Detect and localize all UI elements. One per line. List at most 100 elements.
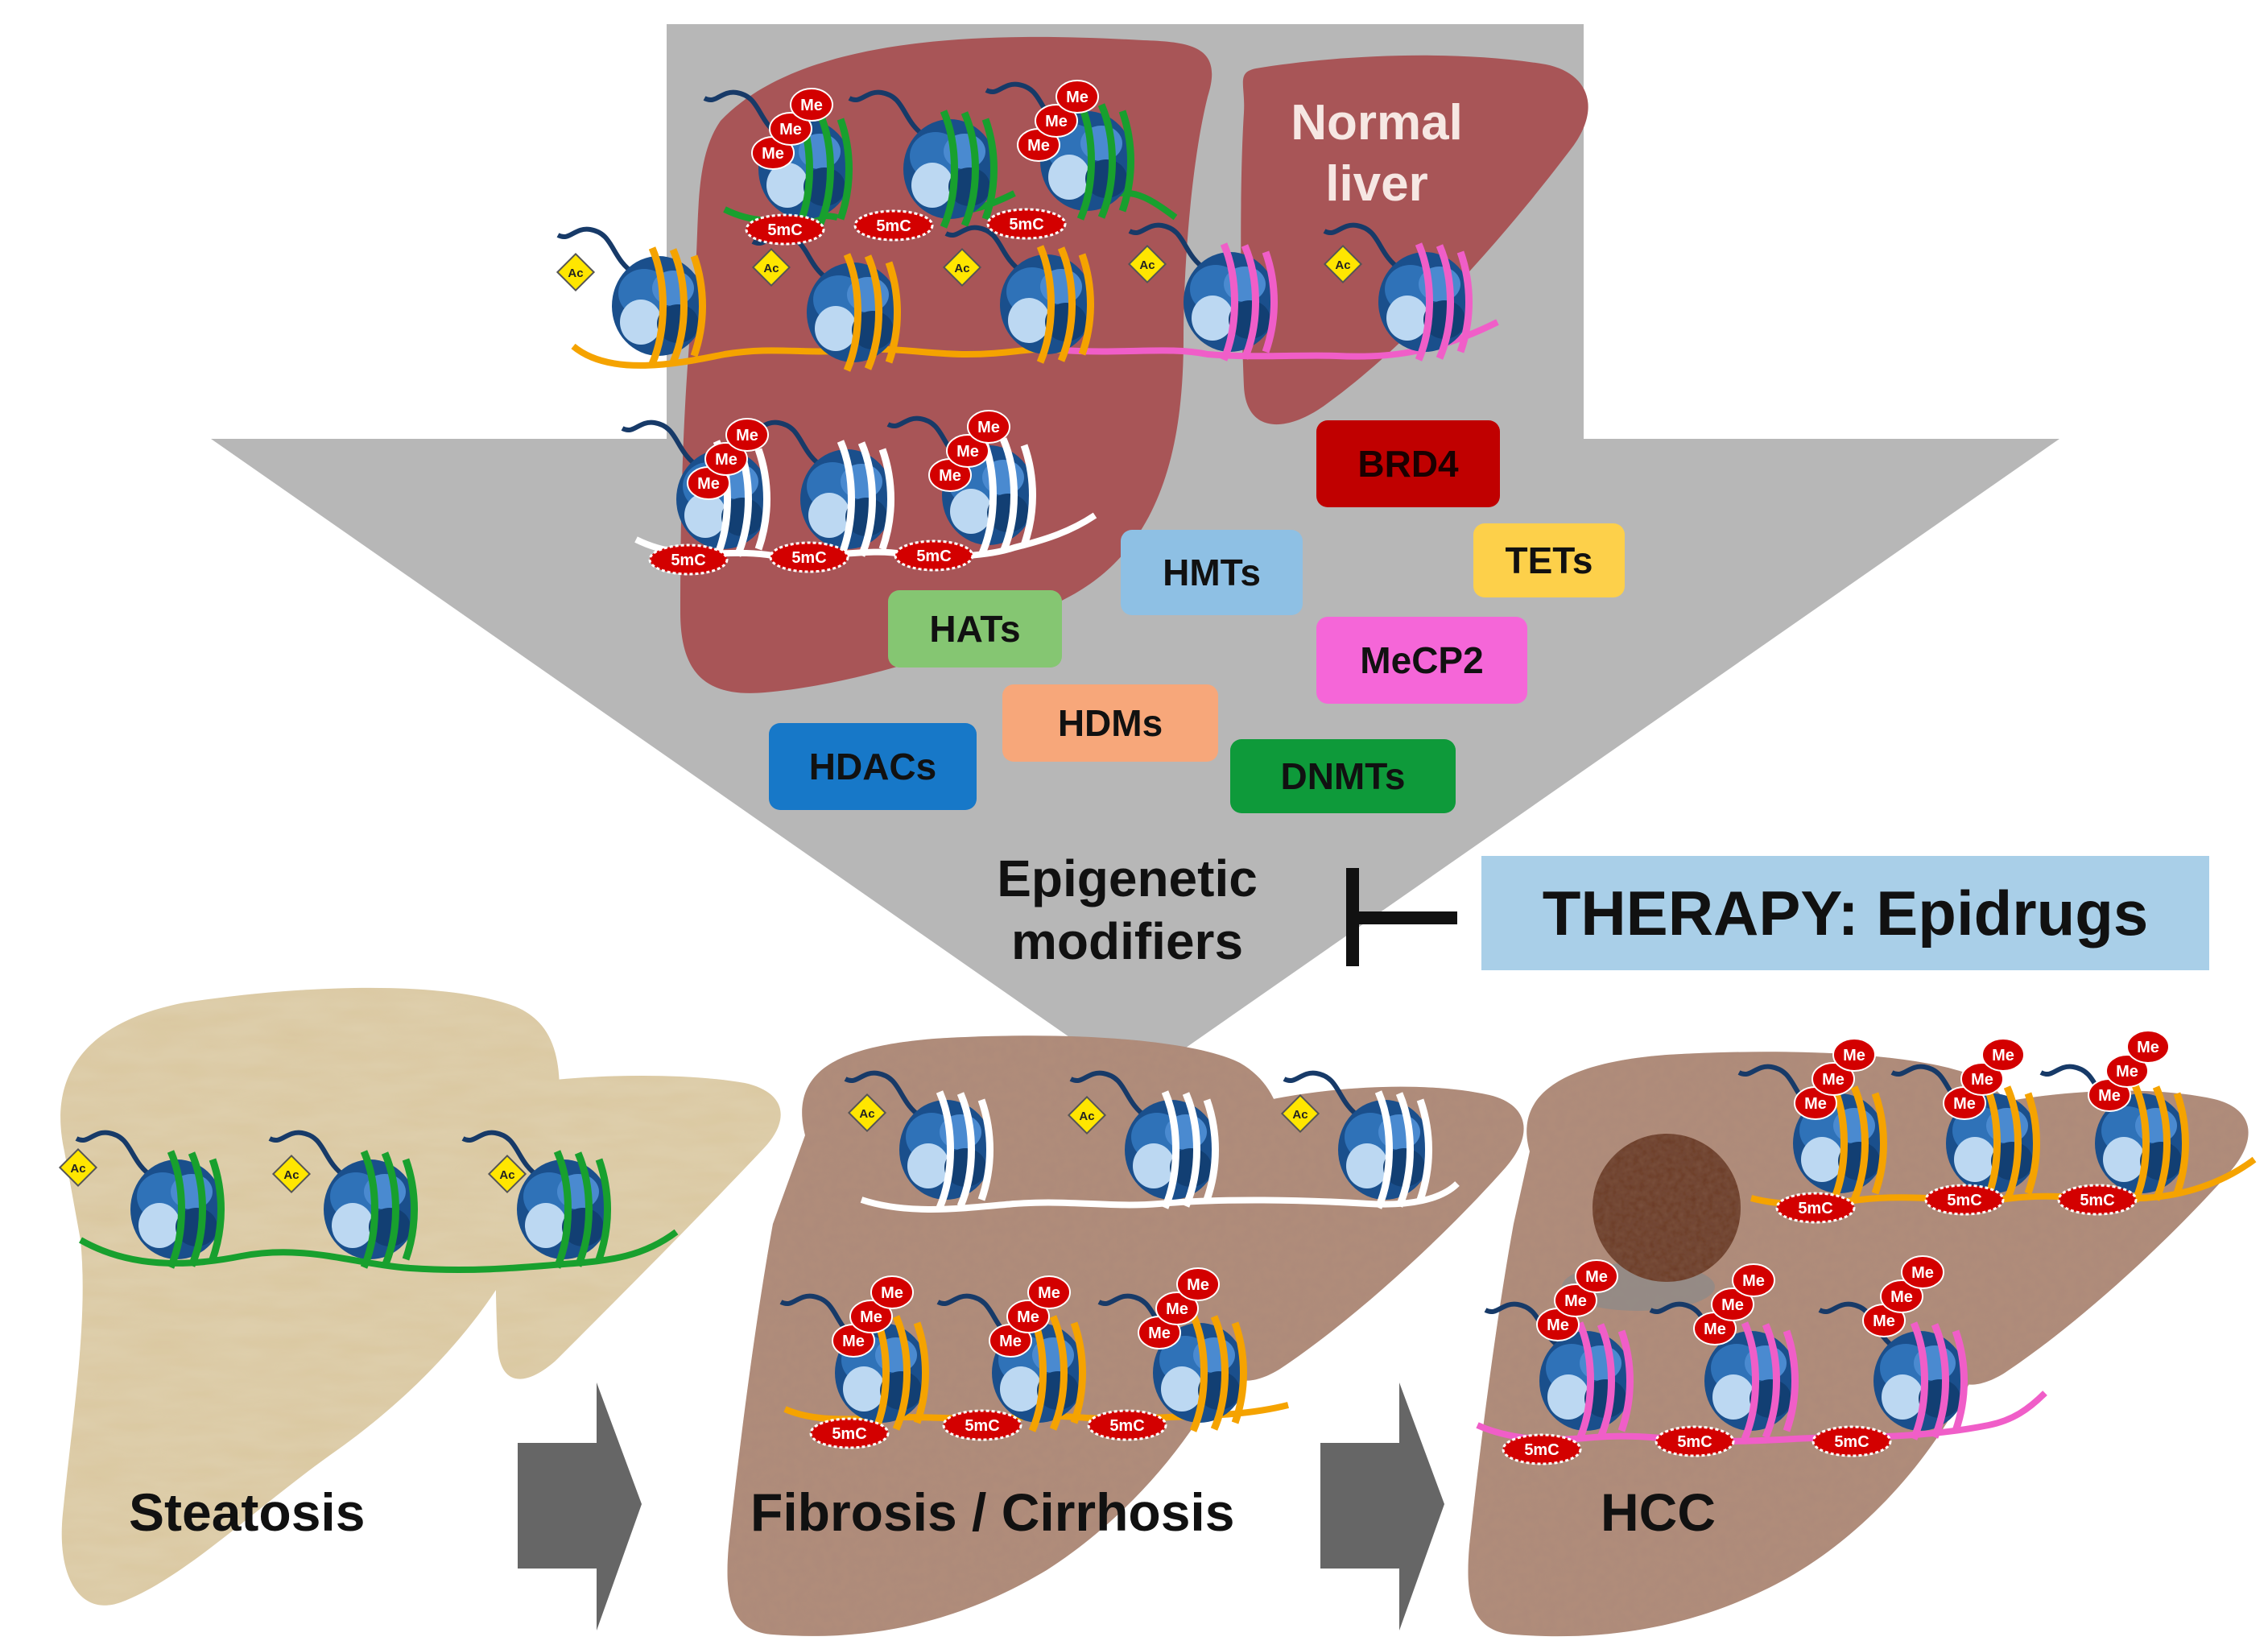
therapy-epidrugs-box: THERAPY: Epidrugs bbox=[1481, 856, 2209, 970]
methyl-mark-icon: Me bbox=[1832, 1038, 1876, 1072]
svg-text:Me: Me bbox=[1953, 1095, 1976, 1113]
5mc-mark-icon: 5mC bbox=[1655, 1425, 1735, 1457]
svg-text:5mC: 5mC bbox=[2080, 1192, 2114, 1209]
step-arrow-1 bbox=[518, 1383, 642, 1631]
acetyl-mark-icon: Ac bbox=[1280, 1093, 1320, 1134]
epigenetic-label-line1: Epigenetic bbox=[997, 849, 1258, 907]
normal-liver-label-line2: liver bbox=[1325, 156, 1428, 212]
methyl-mark-icon: Me bbox=[967, 410, 1010, 444]
methyl-mark-icon: Me bbox=[1138, 1316, 1181, 1349]
svg-text:Me: Me bbox=[1804, 1095, 1827, 1113]
svg-text:Ac: Ac bbox=[1079, 1110, 1094, 1123]
svg-text:Me: Me bbox=[1704, 1321, 1726, 1338]
svg-text:Me: Me bbox=[977, 419, 1000, 436]
svg-text:Ac: Ac bbox=[499, 1168, 514, 1182]
svg-text:Me: Me bbox=[1992, 1047, 2014, 1064]
normal-liver-label: Normal liver bbox=[1240, 93, 1514, 215]
5mc-mark-icon: 5mC bbox=[986, 208, 1067, 240]
svg-text:5mC: 5mC bbox=[832, 1425, 866, 1443]
methyl-mark-icon: Me bbox=[687, 466, 730, 500]
methyl-mark-icon: Me bbox=[1794, 1086, 1837, 1120]
methyl-mark-icon: Me bbox=[1812, 1062, 1855, 1096]
methyl-mark-icon: Me bbox=[1960, 1062, 2004, 1096]
fibrosis-cirrhosis-label: Fibrosis / Cirrhosis bbox=[750, 1482, 1235, 1542]
5mc-mark-icon: 5mC bbox=[1087, 1409, 1167, 1441]
methyl-mark-icon: Me bbox=[1943, 1086, 1986, 1120]
svg-text:Me: Me bbox=[1585, 1268, 1608, 1286]
svg-text:5mC: 5mC bbox=[1798, 1200, 1832, 1217]
svg-text:Ac: Ac bbox=[70, 1162, 85, 1176]
svg-text:5mC: 5mC bbox=[767, 221, 802, 239]
svg-text:Me: Me bbox=[999, 1333, 1022, 1350]
svg-text:Me: Me bbox=[842, 1333, 865, 1350]
methyl-mark-icon: Me bbox=[849, 1300, 893, 1333]
methyl-mark-icon: Me bbox=[725, 418, 769, 452]
methyl-mark-icon: Me bbox=[1155, 1292, 1199, 1325]
methyl-mark-icon: Me bbox=[1017, 128, 1060, 162]
methyl-mark-icon: Me bbox=[870, 1275, 914, 1309]
5mc-mark-icon: 5mC bbox=[894, 539, 974, 572]
5mc-mark-icon: 5mC bbox=[2057, 1184, 2138, 1216]
svg-text:Ac: Ac bbox=[1292, 1108, 1308, 1122]
modifier-hats: HATs bbox=[888, 590, 1062, 668]
methyl-mark-icon: Me bbox=[946, 434, 989, 468]
methyl-mark-icon: Me bbox=[1536, 1308, 1580, 1341]
svg-text:Me: Me bbox=[1187, 1276, 1209, 1294]
modifier-hdacs: HDACs bbox=[769, 723, 977, 810]
svg-text:Ac: Ac bbox=[283, 1168, 299, 1182]
methyl-mark-icon: Me bbox=[2088, 1078, 2131, 1112]
svg-text:5mC: 5mC bbox=[1524, 1441, 1559, 1459]
svg-text:Me: Me bbox=[1564, 1292, 1587, 1310]
5mc-mark-icon: 5mC bbox=[1924, 1184, 2005, 1216]
acetyl-mark-icon: Ac bbox=[1127, 244, 1167, 284]
acetyl-mark-icon: Ac bbox=[1323, 244, 1363, 284]
modifier-hmts: HMTs bbox=[1121, 530, 1303, 615]
acetyl-mark-icon: Ac bbox=[751, 247, 791, 287]
methyl-mark-icon: Me bbox=[2105, 1054, 2149, 1088]
modifier-mecp2: MeCP2 bbox=[1316, 617, 1527, 704]
svg-text:Me: Me bbox=[2137, 1039, 2159, 1056]
epigenetic-label-line2: modifiers bbox=[1010, 912, 1244, 970]
5mc-mark-icon: 5mC bbox=[1775, 1192, 1856, 1224]
fibrosis-liver-lobe bbox=[1213, 1086, 1524, 1381]
steatosis-label: Steatosis bbox=[129, 1482, 366, 1542]
chromatin-row-acetylated bbox=[558, 225, 1499, 370]
acetyl-mark-icon: Ac bbox=[271, 1154, 312, 1194]
svg-text:Me: Me bbox=[1066, 89, 1089, 106]
tumor-nodule bbox=[1593, 1134, 1741, 1282]
svg-text:Ac: Ac bbox=[763, 262, 779, 275]
steatosis-liver-shape bbox=[60, 987, 560, 1606]
normal-liver-label-line1: Normal bbox=[1291, 95, 1463, 151]
methyl-mark-icon: Me bbox=[1981, 1038, 2025, 1072]
svg-text:Me: Me bbox=[2116, 1063, 2138, 1081]
therapy-label: THERAPY: Epidrugs bbox=[1542, 877, 2149, 949]
svg-text:5mC: 5mC bbox=[1947, 1192, 1981, 1209]
svg-text:Ac: Ac bbox=[1335, 258, 1350, 272]
svg-text:5mC: 5mC bbox=[791, 549, 826, 567]
methyl-mark-icon: Me bbox=[928, 458, 972, 492]
svg-text:Me: Me bbox=[736, 427, 758, 444]
svg-text:Me: Me bbox=[860, 1308, 882, 1326]
methyl-mark-icon: Me bbox=[1711, 1287, 1754, 1321]
hcc-label: HCC bbox=[1601, 1482, 1716, 1542]
chromatin-fibrosis-bottom bbox=[781, 1296, 1289, 1431]
svg-text:5mC: 5mC bbox=[876, 217, 911, 235]
svg-text:Ac: Ac bbox=[954, 262, 969, 275]
svg-text:Me: Me bbox=[1038, 1284, 1060, 1302]
svg-text:5mC: 5mC bbox=[965, 1417, 999, 1435]
inhibition-icon bbox=[1346, 868, 1457, 966]
methyl-mark-icon: Me bbox=[2126, 1030, 2170, 1064]
methyl-mark-icon: Me bbox=[1575, 1259, 1618, 1293]
acetyl-mark-icon: Ac bbox=[1067, 1095, 1107, 1135]
step-arrow-2 bbox=[1320, 1383, 1444, 1631]
methyl-mark-icon: Me bbox=[790, 88, 833, 122]
svg-text:Ac: Ac bbox=[859, 1107, 874, 1121]
methyl-mark-icon: Me bbox=[1006, 1300, 1050, 1333]
acetyl-mark-icon: Ac bbox=[942, 247, 982, 287]
svg-text:Me: Me bbox=[1017, 1308, 1039, 1326]
modifier-hdms: HDMs bbox=[1002, 684, 1218, 762]
modifier-brd4: BRD4 bbox=[1316, 420, 1500, 507]
methyl-mark-icon: Me bbox=[1056, 80, 1099, 114]
svg-text:Me: Me bbox=[1890, 1288, 1913, 1306]
